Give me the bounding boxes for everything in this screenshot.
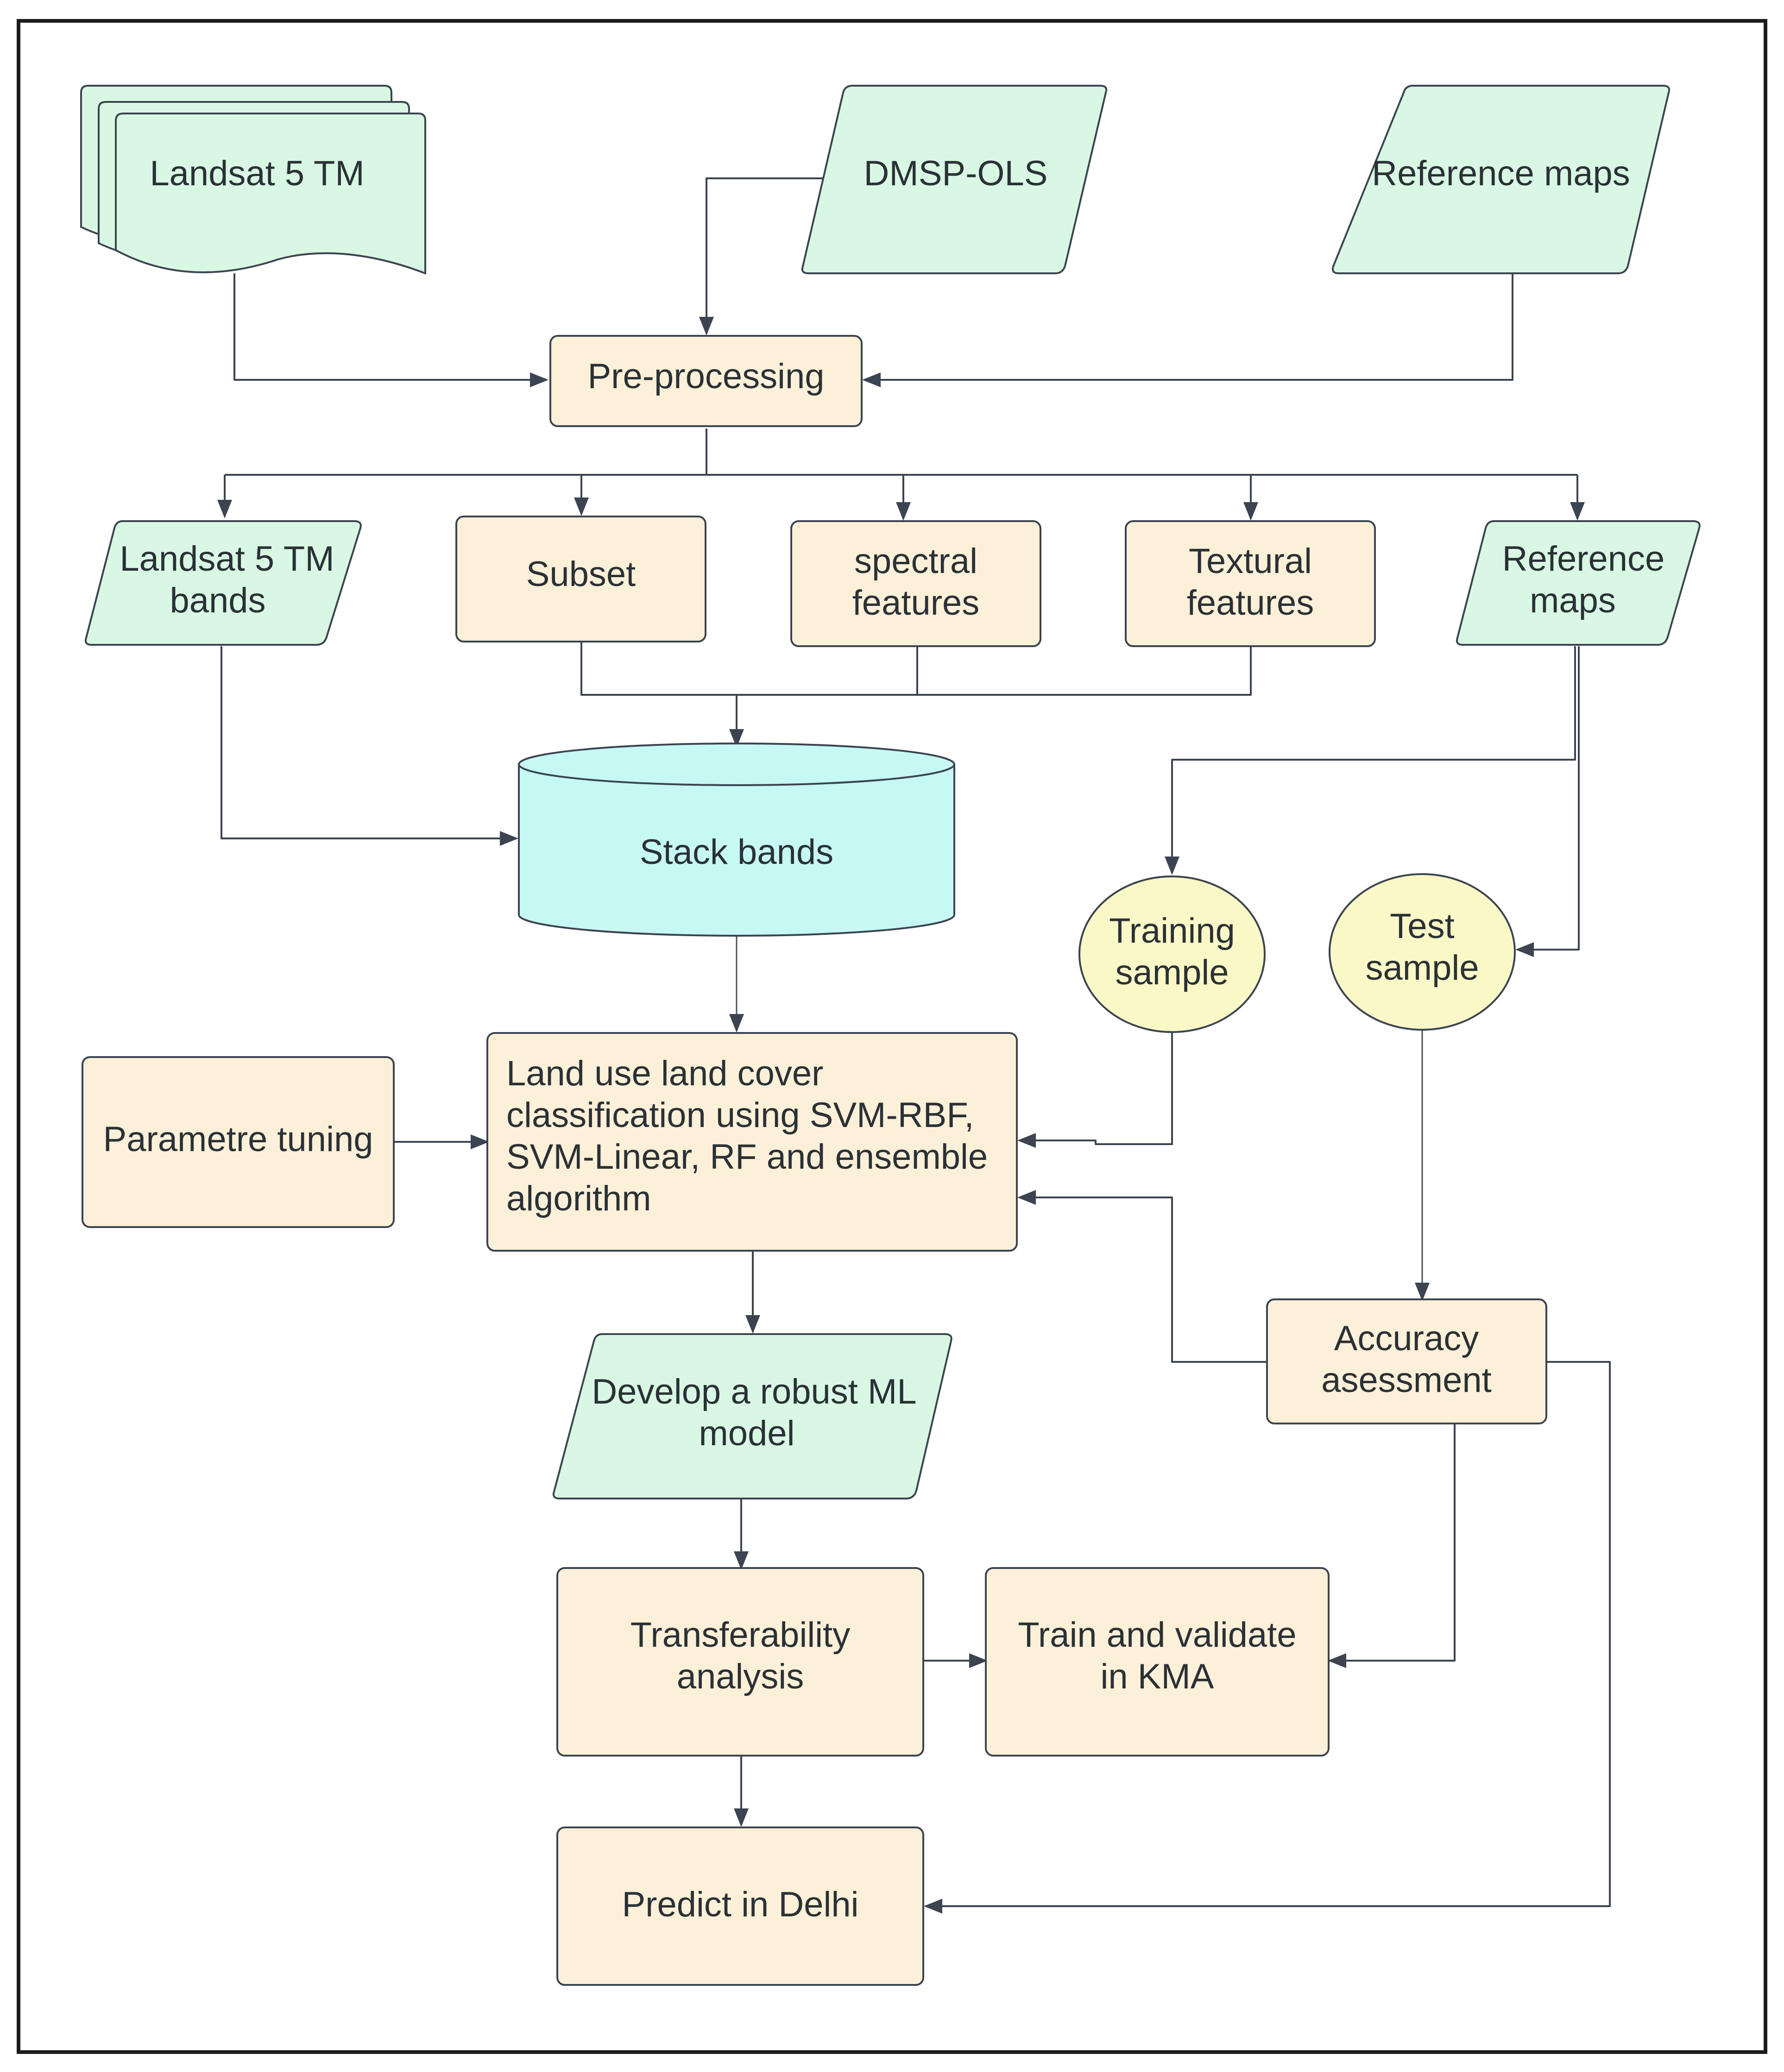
preprocessing-label: Pre-processing <box>587 357 824 396</box>
textural-features-label-line1: Textural <box>1189 542 1312 581</box>
transferability-label-line2: analysis <box>677 1657 804 1696</box>
node-training-sample: Training sample <box>1078 875 1266 1033</box>
accuracy-assessment-label-line2: asessment <box>1321 1360 1492 1400</box>
edge-dmsp-to-preprocessing <box>699 177 825 335</box>
node-subset: Subset <box>455 516 706 642</box>
train-validate-label-line1: Train and validate <box>1018 1615 1296 1655</box>
dmsp-ols-label: DMSP-OLS <box>864 154 1048 193</box>
node-predict-delhi: Predict in Delhi <box>556 1826 924 1986</box>
subset-label: Subset <box>526 554 636 594</box>
edge-landsat-to-preprocessing <box>233 273 548 387</box>
reference-maps-top-label: Reference maps <box>1372 154 1630 193</box>
develop-model-label-line2: model <box>699 1414 795 1453</box>
connectors <box>217 177 1611 1914</box>
classification-label-line4: algorithm <box>506 1179 651 1218</box>
edge-landsat-bands-to-stack <box>221 646 518 846</box>
test-sample-label-line2: sample <box>1366 948 1479 988</box>
node-parametre-tuning: Parametre tuning <box>82 1056 395 1228</box>
test-sample-label-line1: Test <box>1390 907 1454 946</box>
node-train-validate: Train and validate in KMA <box>985 1567 1330 1757</box>
edge-refmaps-to-training <box>1165 646 1576 875</box>
spectral-features-label-line2: features <box>852 583 980 623</box>
node-spectral-features: spectral features <box>790 520 1041 647</box>
node-stack-bands: Stack bands <box>518 743 955 937</box>
node-test-sample: Test sample <box>1329 873 1516 1031</box>
reference-maps-mid-label-line1: Reference <box>1502 539 1665 579</box>
edge-training-to-classification <box>1017 1033 1173 1148</box>
classification-label-line2: classification using SVM-RBF, <box>506 1096 974 1135</box>
node-textural-features: Textural features <box>1125 520 1376 647</box>
train-validate-label-line2: in KMA <box>1101 1657 1214 1696</box>
edge-accuracy-to-predict <box>924 1361 1611 1914</box>
node-develop-model: Develop a robust ML model <box>552 1333 952 1499</box>
classification-label-line1: Land use land cover <box>506 1054 823 1093</box>
node-accuracy-assessment: Accuracy asessment <box>1266 1298 1547 1424</box>
landsat-bands-label-line1: Landsat 5 TM <box>120 539 334 579</box>
node-landsat-bands: Landsat 5 TM bands <box>84 520 362 646</box>
parametre-tuning-label: Parametre tuning <box>103 1120 373 1159</box>
node-reference-maps-top: Reference maps <box>1331 85 1671 274</box>
landsat-bands-label-line2: bands <box>170 581 265 620</box>
edge-accuracy-to-train-validate <box>1328 1424 1456 1668</box>
training-sample-label-line1: Training <box>1109 911 1235 951</box>
node-landsat-tm: Landsat 5 TM <box>80 85 426 275</box>
edge-accuracy-to-classification <box>1017 1190 1267 1363</box>
node-transferability: Transferability analysis <box>556 1567 924 1757</box>
edge-features-merge <box>580 642 1252 696</box>
edge-refmaps-to-preprocessing <box>862 273 1513 387</box>
node-preprocessing: Pre-processing <box>549 335 863 427</box>
landsat-tm-label: Landsat 5 TM <box>150 154 364 193</box>
classification-label-line3: SVM-Linear, RF and ensemble <box>506 1137 988 1177</box>
edge-preprocessing-fanout-bus <box>225 428 1577 476</box>
node-dmsp-ols: DMSP-OLS <box>801 85 1108 274</box>
spectral-features-label-line1: spectral <box>854 542 977 581</box>
textural-features-label-line2: features <box>1187 583 1314 623</box>
develop-model-label-line1: Develop a robust ML <box>592 1372 916 1411</box>
edge-refmaps-to-test <box>1515 646 1580 957</box>
node-reference-maps-mid: Reference maps <box>1456 520 1701 646</box>
accuracy-assessment-label-line1: Accuracy <box>1334 1319 1479 1358</box>
stack-bands-label: Stack bands <box>640 832 833 872</box>
node-classification: Land use land cover classification using… <box>486 1032 1018 1252</box>
predict-delhi-label: Predict in Delhi <box>622 1885 858 1924</box>
training-sample-label-line2: sample <box>1116 953 1229 992</box>
reference-maps-mid-label-line2: maps <box>1530 581 1616 620</box>
transferability-label-line1: Transferability <box>630 1615 850 1655</box>
